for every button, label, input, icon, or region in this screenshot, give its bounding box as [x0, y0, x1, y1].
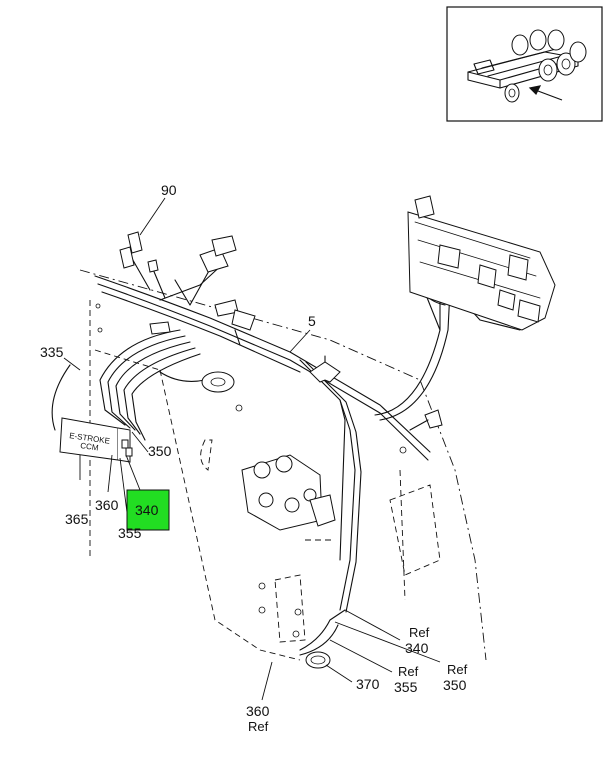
ref-355-num: 355 [394, 679, 418, 695]
module-harness [51, 329, 201, 441]
mid-components [159, 355, 341, 531]
callout-350: 350 [148, 443, 172, 459]
ref-340-num: 340 [405, 640, 429, 656]
module-label-line2: CCM [80, 441, 100, 452]
ref-350-num: 350 [443, 677, 467, 693]
callout-90: 90 [161, 182, 177, 198]
locator-inset [446, 6, 603, 122]
main-harness [94, 249, 521, 656]
callout-355: 355 [118, 525, 142, 541]
highlight-340 [126, 489, 170, 531]
ref-360-ref: Ref [248, 719, 269, 734]
e-stroke-ccm-module: E-STROKE CCM [59, 417, 133, 463]
loop-clamp [305, 651, 331, 669]
ref-355-ref: Ref [398, 664, 419, 679]
callout-340-highlight: 340 [135, 502, 159, 518]
right-module [407, 195, 556, 331]
ref-360-num: 360 [246, 703, 270, 719]
top-connectors [119, 231, 256, 346]
leader-lines [63, 197, 441, 701]
callout-370: 370 [356, 676, 380, 692]
callout-335: 335 [40, 344, 64, 360]
callout-365: 365 [65, 511, 89, 527]
ref-340-ref: Ref [409, 625, 430, 640]
callout-360: 360 [95, 497, 119, 513]
ref-350-ref: Ref [447, 662, 468, 677]
callout-5: 5 [308, 313, 316, 329]
locator-arrow-icon [528, 85, 563, 101]
